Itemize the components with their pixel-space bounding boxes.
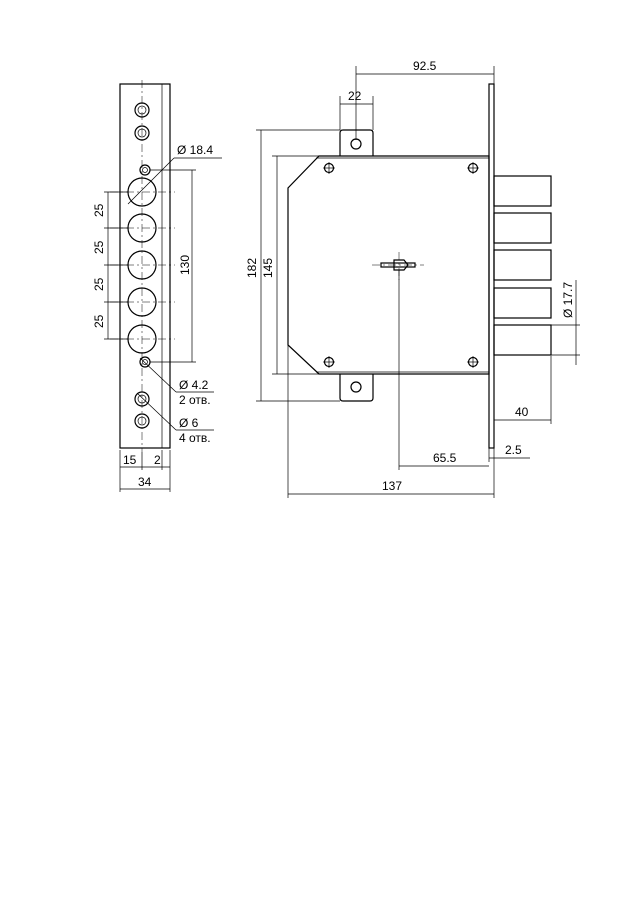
front-faceplate <box>488 83 495 449</box>
dim-case-depth: 137 <box>382 479 402 493</box>
dim-ear-width: 22 <box>348 89 362 103</box>
lock-bolt <box>493 324 552 356</box>
dim-case-height: 145 <box>261 258 275 278</box>
case-screw <box>323 162 335 174</box>
dim-bolt-spacing: 25 <box>92 314 106 328</box>
dim-backset: 92.5 <box>413 59 437 73</box>
dim-pin-hole-diameter: Ø 4.2 <box>179 378 209 392</box>
case-screw <box>467 356 479 368</box>
bottom-mount-ear <box>339 374 374 402</box>
dim-overall-height: 182 <box>245 258 259 278</box>
faceplate-view: Ø 18.4 25 25 25 25 130 Ø 4.2 2 отв. Ø 6 … <box>92 80 222 492</box>
dim-bolt-hole-diameter: Ø 18.4 <box>177 143 213 157</box>
dim-key-center: 65.5 <box>433 451 457 465</box>
top-mount-ear <box>339 129 374 156</box>
dim-faceplate-width: 34 <box>138 475 152 489</box>
screw-hole <box>134 102 150 118</box>
case-screw <box>323 356 335 368</box>
dim-bolt-spacing: 25 <box>92 240 106 254</box>
dim-bolt-spacing: 25 <box>92 203 106 217</box>
lock-body-view: 92.5 22 182 145 Ø 17.7 40 2.5 65.5 <box>245 59 580 498</box>
screw-hole <box>134 413 150 429</box>
pin-hole <box>139 164 151 176</box>
keyhole <box>372 252 424 280</box>
lock-bolt <box>493 212 552 244</box>
dim-pin-spacing: 130 <box>178 255 192 275</box>
dim-faceplate-thickness: 2.5 <box>505 443 522 457</box>
lock-bolt <box>493 175 552 207</box>
dim-screw-hole-diameter: Ø 6 <box>179 416 199 430</box>
screw-hole <box>134 125 150 141</box>
pin-hole-count: 2 отв. <box>179 393 211 407</box>
faceplate-outline <box>119 83 171 449</box>
case-screw <box>467 162 479 174</box>
dim-bolt-throw: 40 <box>515 405 529 419</box>
dim-bolt-spacing: 25 <box>92 277 106 291</box>
screw-hole <box>134 391 150 407</box>
dim-center-offset: 15 <box>123 453 137 467</box>
dim-bolt-diameter: Ø 17.7 <box>561 282 575 318</box>
lock-bolt <box>493 249 552 281</box>
dim-edge-offset: 2 <box>154 453 161 467</box>
lock-bolt <box>493 287 552 319</box>
screw-hole-count: 4 отв. <box>179 431 211 445</box>
pin-hole <box>139 356 151 368</box>
